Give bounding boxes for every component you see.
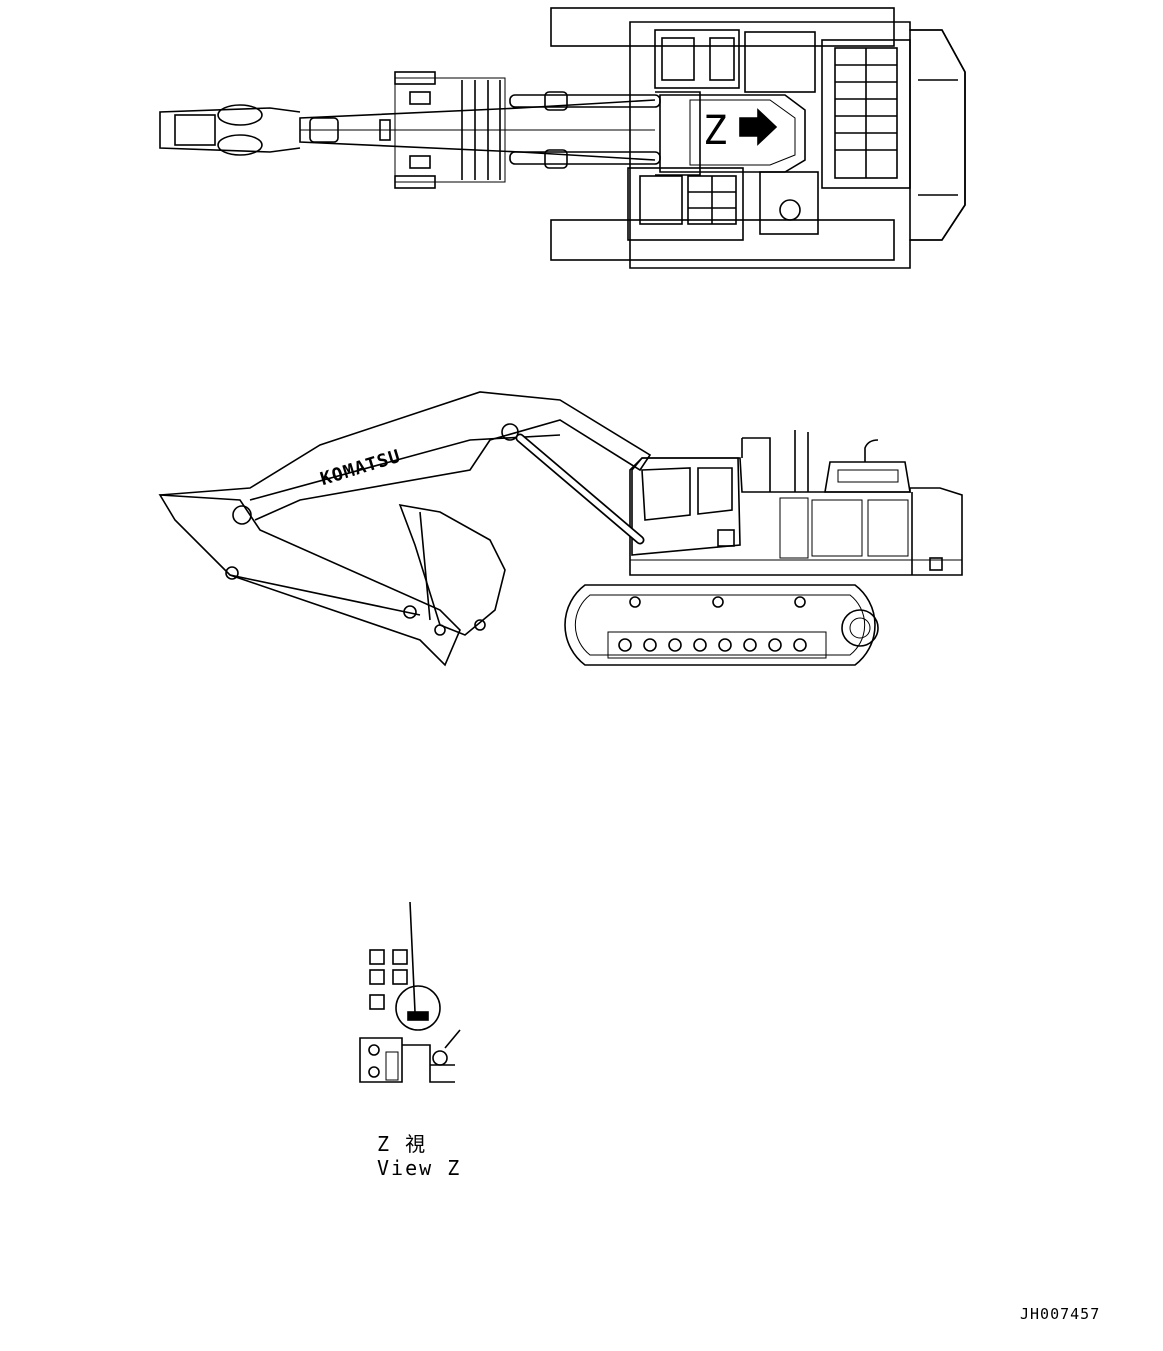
engine-hood (821, 39, 911, 189)
leader-line (409, 901, 416, 1013)
track-upper (550, 7, 895, 47)
cab-side (631, 457, 741, 556)
side-view (158, 391, 963, 667)
top-view (159, 7, 966, 269)
idler-wheel (841, 609, 879, 647)
boom-base-top (655, 91, 701, 176)
view-arrow-icon (739, 108, 778, 146)
detail-circle (395, 985, 441, 1031)
arm-side (158, 494, 461, 667)
detail-caption-en: View Z (377, 1156, 462, 1180)
bucket (398, 503, 506, 636)
boom-side (159, 391, 652, 521)
arm-top (159, 107, 301, 153)
cab-top (627, 167, 744, 241)
drawing-code: JH007457 (1020, 1305, 1101, 1323)
detail-view-z (359, 901, 461, 1083)
detail-caption-ja: Z 視 (377, 1132, 428, 1156)
center-deck (659, 94, 806, 173)
track-lower (550, 219, 895, 261)
view-z-marker: Z (703, 108, 728, 154)
boom-pin (501, 423, 519, 441)
counterweight (909, 29, 966, 241)
track-outer (564, 584, 876, 666)
upper-structure-outline (629, 21, 966, 269)
